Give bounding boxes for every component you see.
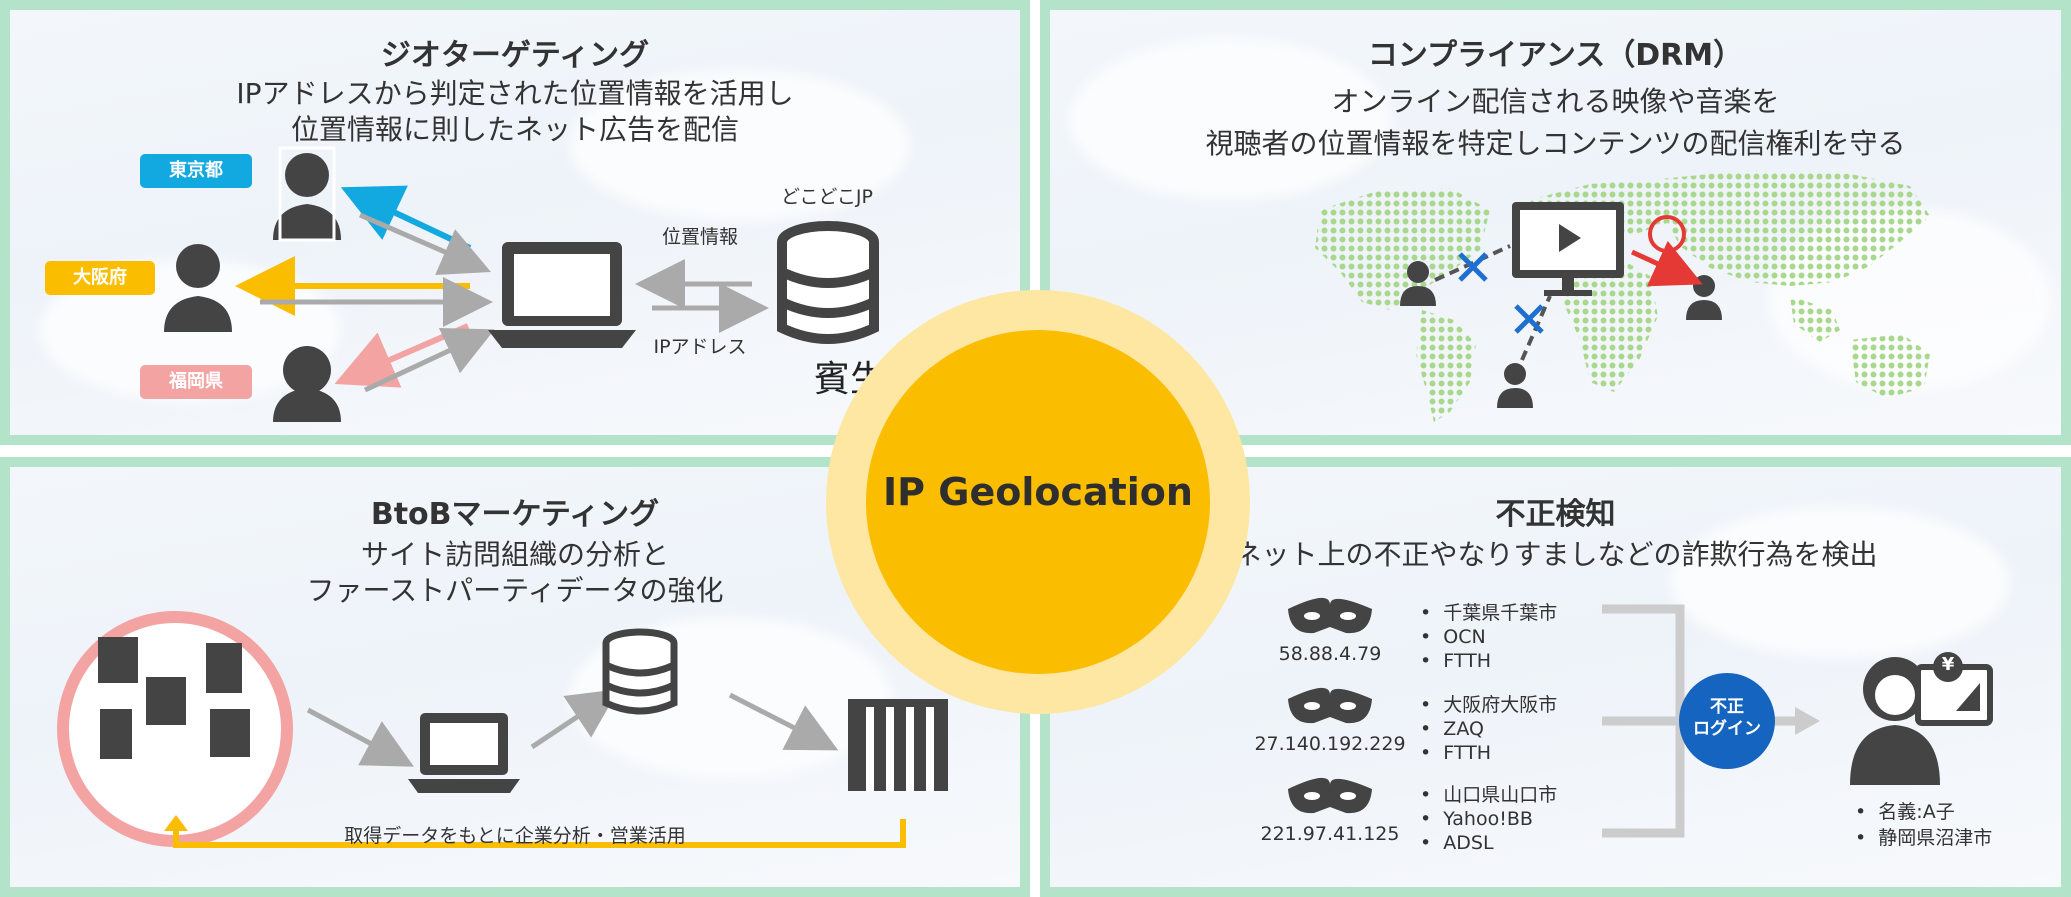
feedback-label: 取得データをもとに企業分析・営業活用 bbox=[344, 825, 686, 847]
monitor-icon bbox=[1512, 202, 1624, 296]
panel-subtitle-line1: サイト訪問組織の分析と bbox=[360, 538, 669, 571]
entry-details: • 大阪府大阪市 • ZAQ • FTTH bbox=[1420, 694, 1558, 764]
detail-line-type: ADSL bbox=[1443, 832, 1494, 854]
account-holder: 名義:A子 bbox=[1878, 801, 1955, 823]
detail-line-type: FTTH bbox=[1443, 650, 1492, 672]
fraud-diagram bbox=[1288, 597, 1993, 838]
panel-subtitle-line2: ファーストパーティデータの強化 bbox=[306, 574, 724, 607]
badge-line2: ログイン bbox=[1693, 719, 1761, 739]
region-label-fukuoka: 福岡県 bbox=[140, 365, 252, 399]
ip-address: 221.97.41.125 bbox=[1260, 823, 1400, 845]
detail-region: 大阪府大阪市 bbox=[1443, 694, 1558, 716]
center-circle bbox=[866, 330, 1210, 674]
detail-region: 山口県山口市 bbox=[1443, 784, 1558, 806]
location-arrow-label: 位置情報 bbox=[661, 226, 738, 248]
account-details: • 名義:A子 • 静岡県沼津市 bbox=[1855, 801, 1993, 849]
badge-line1: 不正 bbox=[1710, 697, 1744, 717]
detail-line-type: FTTH bbox=[1443, 742, 1492, 764]
arrow-from-fukuoka bbox=[363, 327, 495, 393]
btob-diagram bbox=[57, 611, 948, 848]
feedback-loop-arrow bbox=[173, 819, 906, 848]
panel-title: コンプライアンス（DRM） bbox=[1367, 38, 1744, 73]
mask-icon bbox=[1288, 687, 1372, 724]
geo-targeting-panel: ジオターゲティング IPアドレスから判定された位置情報を活用し 位置情報に則した… bbox=[0, 0, 1030, 445]
geo-diagram bbox=[164, 146, 879, 422]
drm-diagram bbox=[1315, 170, 1930, 422]
mask-icon bbox=[1288, 597, 1372, 634]
panel-subtitle: ネット上の不正やなりすましなどの詐欺行為を検出 bbox=[1233, 538, 1878, 571]
panel-title: 不正検知 bbox=[1495, 497, 1616, 532]
db-label: どこどこJP bbox=[781, 186, 873, 208]
panel-subtitle-line2: 視聴者の位置情報を特定しコンテンツの配信権利を守る bbox=[1205, 127, 1906, 160]
person-female-icon bbox=[1850, 657, 1940, 785]
database-icon bbox=[602, 628, 678, 715]
laptop-icon bbox=[408, 713, 520, 793]
region-label-tokyo: 東京都 bbox=[140, 154, 252, 188]
panel-subtitle-line2: 位置情報に則したネット広告を配信 bbox=[290, 113, 739, 146]
ip-address: 58.88.4.79 bbox=[1278, 643, 1382, 665]
laptop-icon bbox=[488, 242, 636, 348]
ip-address: 27.140.192.229 bbox=[1254, 733, 1406, 755]
panel-title: ジオターゲティング bbox=[380, 38, 650, 73]
user-icon bbox=[1400, 261, 1436, 306]
person-icon bbox=[273, 146, 341, 242]
building-icon bbox=[98, 637, 250, 759]
account-region: 静岡県沼津市 bbox=[1878, 827, 1993, 849]
entry-details: • 千葉県千葉市 • OCN • FTTH bbox=[1420, 602, 1558, 672]
detail-region: 千葉県千葉市 bbox=[1443, 602, 1558, 624]
user-icon bbox=[1497, 363, 1533, 408]
detail-isp: ZAQ bbox=[1443, 718, 1484, 740]
mask-icon bbox=[1288, 777, 1372, 814]
currency-icon: ¥ bbox=[1941, 654, 1955, 675]
panel-subtitle-line1: オンライン配信される映像や音楽を bbox=[1331, 85, 1780, 118]
organizations-circle bbox=[57, 611, 293, 847]
detail-isp: OCN bbox=[1443, 626, 1486, 648]
center-label: IP Geolocation bbox=[883, 470, 1193, 514]
drm-panel: コンプライアンス（DRM） オンライン配信される映像や音楽を 視聴者の位置情報を… bbox=[1040, 0, 2071, 445]
region-label-osaka: 大阪府 bbox=[45, 261, 155, 295]
fraud-login-badge bbox=[1679, 673, 1775, 769]
database-icon bbox=[777, 221, 879, 344]
allowed-arrow bbox=[1630, 240, 1703, 287]
entry-details: • 山口県山口市 • Yahoo!BB • ADSL bbox=[1420, 784, 1558, 854]
ip-arrow-label: IPアドレス bbox=[653, 336, 747, 358]
panel-subtitle-line1: IPアドレスから判定された位置情報を活用し bbox=[236, 77, 794, 110]
blocked-x-icon bbox=[1514, 304, 1544, 334]
detail-isp: Yahoo!BB bbox=[1443, 808, 1533, 830]
blocked-x-icon bbox=[1458, 252, 1488, 282]
panel-title: BtoBマーケティング bbox=[370, 497, 660, 532]
office-building-icon bbox=[848, 699, 948, 791]
arrow-from-tokyo bbox=[359, 212, 491, 275]
user-icon bbox=[1686, 275, 1722, 320]
wallet-icon bbox=[1915, 652, 1993, 726]
fraud-detection-panel: 不正検知 ネット上の不正やなりすましなどの詐欺行為を検出 bbox=[1040, 457, 2071, 897]
person-female-icon bbox=[273, 346, 341, 422]
person-icon bbox=[164, 244, 232, 332]
